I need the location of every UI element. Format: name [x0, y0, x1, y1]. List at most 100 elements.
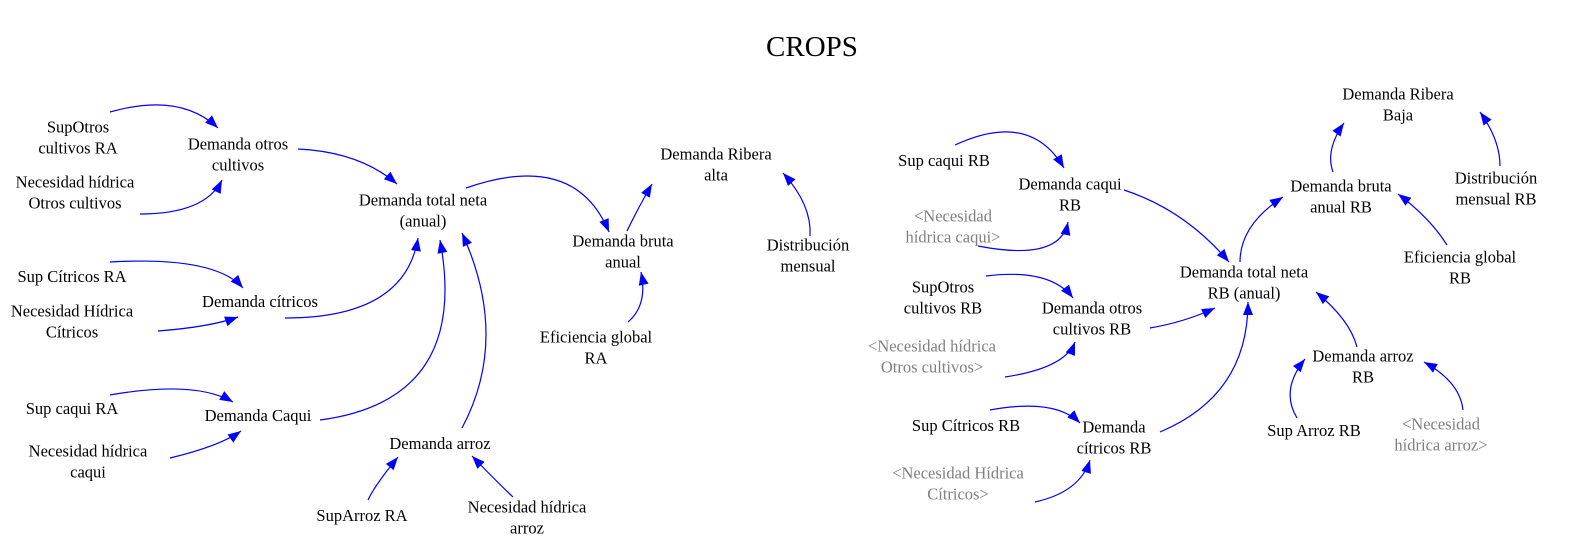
variable-label-line: Demanda otros	[188, 135, 288, 154]
arrowhead	[599, 218, 609, 232]
variable-label-line: SupOtros	[47, 118, 109, 137]
link-curve	[1034, 459, 1091, 503]
arrowhead	[462, 233, 472, 247]
variable-label-line: cítricos RB	[1077, 439, 1152, 458]
link-nec_otros_ra-to-demanda_otros_ra	[139, 179, 223, 215]
link-nec_arroz_ra-to-demanda_arroz_ra	[471, 455, 514, 498]
variable-label-line: <Necesidad Hídrica	[892, 464, 1024, 483]
variable-label-line: RB (anual)	[1208, 284, 1281, 303]
variable-label-line: Necesidad hídrica	[29, 442, 148, 461]
variable-label-line: SupOtros	[912, 278, 974, 297]
variable-label-line: Cítricos	[46, 323, 98, 342]
arrowhead	[1216, 248, 1229, 262]
link-nec_citricos_ra-to-demanda_citricos_ra	[157, 316, 239, 332]
arrowhead	[1053, 154, 1064, 168]
variable-label-line: cultivos RB	[904, 299, 982, 318]
variable-label-line: Eficiencia global	[1404, 248, 1517, 267]
link-sup_caqui_ra-to-demanda_caqui_ra	[109, 388, 234, 403]
variable-sup-citricos-ra: Sup Cítricos RA	[17, 267, 126, 286]
link-curve	[109, 104, 219, 129]
variable-demanda-citricos-rb: Demanda cítricos RB	[1077, 418, 1152, 458]
variable-label-line: Demanda caqui	[1018, 175, 1121, 194]
arrowhead	[1060, 222, 1071, 236]
arrowhead	[211, 180, 222, 194]
variable-sup-caqui-ra: Sup caqui RA	[26, 399, 119, 418]
variable-label-line: Demanda arroz	[1312, 347, 1413, 366]
arrowhead	[1065, 342, 1075, 356]
arrowhead	[783, 173, 796, 186]
variable-label-line: Necesidad Hídrica	[11, 302, 134, 321]
arrowhead	[638, 272, 649, 286]
link-curve	[109, 388, 234, 403]
variable-label-line: Sup Arroz RB	[1267, 421, 1361, 440]
link-demanda_otros_ra-to-demanda_total_ra	[297, 148, 398, 185]
link-demanda_arroz_ra-to-demanda_total_ra	[461, 232, 487, 429]
variable-label-line: Demanda	[1082, 418, 1146, 437]
arrowhead	[1201, 308, 1215, 319]
variable-label-line: <Necesidad	[1402, 415, 1481, 434]
link-demanda_arroz_rb-to-demanda_total_rb	[1315, 291, 1358, 348]
arrowhead	[1480, 112, 1492, 126]
arrowhead	[1269, 197, 1283, 209]
link-curve	[465, 175, 610, 233]
variable-distribucion-ra: Distribución mensual	[767, 236, 850, 276]
variable-label-line: Necesidad hídrica	[468, 498, 587, 517]
variable-label-line: Demanda bruta	[572, 232, 674, 251]
variable-label-line: arroz	[510, 519, 544, 538]
variable-label-line: cultivos RB	[1053, 320, 1131, 339]
variable-label-line: Distribución	[767, 236, 850, 255]
link-nec_caqui_shadow-to-demanda_caqui_rb	[977, 221, 1071, 252]
variable-label-line: Sup caqui RA	[26, 399, 119, 418]
variable-demanda-citricos-ra: Demanda cítricos	[202, 292, 318, 311]
link-curve	[284, 237, 419, 319]
variable-label-line: mensual	[781, 257, 836, 276]
link-demanda_otros_rb-to-demanda_total_rb	[1149, 307, 1216, 329]
variable-sup-citricos-rb: Sup Cítricos RB	[912, 416, 1020, 435]
arrowhead	[205, 115, 218, 128]
arrowhead	[219, 391, 233, 402]
variable-label-line: cultivos	[212, 156, 264, 175]
variable-label-line: Demanda total neta	[359, 191, 488, 210]
variable-label-line: RA	[585, 349, 608, 368]
link-sup_citricos_rb-to-demanda_citricos_rb	[989, 405, 1081, 424]
link-demanda_bruta_ra-to-demanda_ribera_alta	[626, 183, 653, 232]
link-sup_arroz_rb-to-demanda_arroz_rb	[1289, 358, 1306, 419]
variable-label-line: Demanda Ribera	[1342, 85, 1454, 104]
link-distribucion_rb-to-demanda_ribera_baja	[1479, 111, 1501, 167]
variable-label-line: anual	[605, 253, 641, 272]
link-curve	[1239, 196, 1284, 263]
link-supotros_rb-to-demanda_otros_rb	[985, 273, 1074, 299]
link-nec_caqui_ra-to-demanda_caqui_ra	[169, 430, 242, 459]
link-curve	[1123, 189, 1230, 263]
links-layer	[109, 104, 1501, 503]
variable-nec-arroz-ra: Necesidad hídrica arroz	[468, 498, 587, 538]
link-demanda_total_rb-to-demanda_bruta_rb	[1239, 196, 1284, 263]
variable-sup-arroz-rb: Sup Arroz RB	[1267, 421, 1361, 440]
link-curve	[461, 232, 487, 429]
link-curve	[297, 148, 398, 185]
variable-label-line: Baja	[1383, 106, 1414, 125]
variable-label-line: alta	[704, 166, 728, 185]
variable-supotros-rb: SupOtros cultivos RB	[904, 278, 982, 318]
link-curve	[1423, 361, 1464, 411]
variable-demanda-caqui-ra: Demanda Caqui	[205, 406, 312, 425]
variable-label-line: Otros cultivos>	[881, 358, 983, 377]
arrowhead	[1243, 302, 1253, 315]
arrowhead	[1292, 359, 1305, 373]
arrowhead	[472, 456, 485, 469]
link-curve	[954, 131, 1065, 169]
link-eficiencia_ra-to-demanda_bruta_ra	[627, 271, 649, 323]
arrowhead	[641, 184, 652, 198]
